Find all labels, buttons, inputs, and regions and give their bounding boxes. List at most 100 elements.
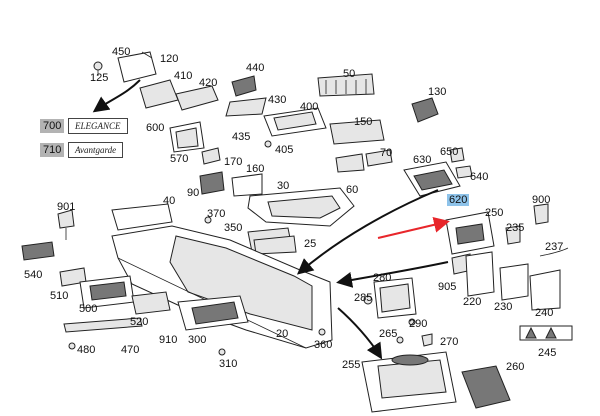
part-125-screw	[93, 61, 103, 76]
callout-280: 280	[373, 272, 392, 284]
part-20-console	[111, 225, 333, 349]
part-265-270-clips	[396, 333, 433, 347]
part-500-mechanism	[79, 275, 135, 309]
callout-270: 270	[440, 336, 459, 348]
part-640-trim	[455, 165, 473, 179]
callout-250: 250	[485, 207, 504, 219]
callout-260: 260	[506, 361, 525, 373]
callout-60: 60	[346, 184, 359, 196]
part-430-trim	[225, 97, 267, 117]
part-40-base-trim	[111, 203, 173, 231]
elegance-badge: ELEGANCE	[68, 118, 128, 134]
arrow-to-lower	[337, 307, 383, 360]
part-470-strip	[63, 317, 143, 333]
callout-220: 220	[463, 296, 482, 308]
part-540-socket	[21, 241, 55, 261]
callout-600: 600	[146, 122, 165, 134]
arrow-120	[92, 79, 141, 113]
callout-405: 405	[275, 144, 294, 156]
callout-265: 265	[379, 328, 398, 340]
part-480-clip	[68, 342, 76, 350]
part-910-assembly	[177, 295, 249, 331]
callout-230: 230	[494, 301, 513, 313]
callout-630: 630	[413, 154, 432, 166]
callout-430: 430	[268, 94, 287, 106]
callout-30: 30	[277, 180, 290, 192]
callout-125: 125	[90, 72, 109, 84]
part-230-cupholder	[499, 263, 529, 301]
callout-360: 360	[314, 339, 333, 351]
callout-901: 901	[57, 201, 76, 213]
callout-640: 640	[470, 171, 489, 183]
callout-620[interactable]: 620	[447, 194, 470, 206]
part-120-panel	[117, 51, 157, 83]
part-310-screw	[218, 348, 226, 356]
callout-240: 240	[535, 307, 554, 319]
part-360-screw	[318, 328, 326, 336]
callout-50: 50	[343, 68, 356, 80]
part-160-bracket	[231, 173, 263, 197]
part-520-mat	[131, 291, 171, 315]
part-90-switch	[199, 171, 225, 195]
part-237-cable	[539, 247, 569, 257]
callout-90: 90	[187, 187, 200, 199]
callout-700: 700	[40, 119, 65, 133]
part-405-clip	[264, 140, 272, 148]
part-285-clip	[363, 295, 373, 305]
arrow-to-console	[296, 189, 439, 275]
part-245-warning-label	[519, 325, 573, 341]
part-30-armrest	[247, 187, 355, 227]
callout-520: 520	[130, 316, 149, 328]
part-420-mat	[175, 85, 219, 111]
part-290-clip	[408, 318, 416, 326]
callout-310: 310	[219, 358, 238, 370]
part-50-roll-cover	[317, 73, 375, 97]
callout-20: 20	[276, 328, 289, 340]
part-255-rear-unit	[361, 351, 457, 413]
part-570-holder	[169, 121, 205, 153]
part-25-liner	[253, 235, 297, 255]
part-130-bracket	[411, 97, 439, 123]
part-170-clip	[201, 147, 221, 165]
callout-25: 25	[304, 238, 317, 250]
callout-710: 710	[40, 143, 65, 157]
callout-905: 905	[438, 281, 457, 293]
callout-435: 435	[232, 131, 251, 143]
callout-120: 120	[160, 53, 179, 65]
callout-245: 245	[538, 347, 557, 359]
callout-910: 910	[159, 334, 178, 346]
callout-350: 350	[224, 222, 243, 234]
callout-500: 500	[79, 303, 98, 315]
part-370-clip	[204, 216, 212, 224]
callout-440: 440	[246, 62, 265, 74]
callout-470: 470	[121, 344, 140, 356]
arrow-to-rear	[336, 261, 449, 288]
callout-480: 480	[77, 344, 96, 356]
callout-900: 900	[532, 194, 551, 206]
part-650-clip	[449, 147, 465, 163]
callout-650: 650	[440, 146, 459, 158]
callout-420: 420	[199, 77, 218, 89]
callout-540: 540	[24, 269, 43, 281]
callout-70: 70	[380, 147, 393, 159]
part-280-box	[373, 277, 417, 319]
callout-450: 450	[112, 46, 131, 58]
callout-150: 150	[354, 116, 373, 128]
part-150-cover	[329, 119, 385, 145]
avantgarde-badge: Avantgarde	[68, 142, 124, 158]
part-620-rear-vent	[445, 211, 495, 255]
callout-237: 237	[545, 241, 564, 253]
callout-410: 410	[174, 70, 193, 82]
callout-285: 285	[354, 292, 373, 304]
callout-130: 130	[428, 86, 447, 98]
callout-160: 160	[246, 163, 265, 175]
part-901-sensor	[57, 209, 75, 240]
part-410-mat	[139, 79, 179, 109]
callout-235: 235	[506, 222, 525, 234]
callout-290: 290	[409, 318, 428, 330]
part-235-bracket	[505, 225, 521, 245]
part-220-cover	[465, 251, 495, 297]
callout-370: 370	[207, 208, 226, 220]
